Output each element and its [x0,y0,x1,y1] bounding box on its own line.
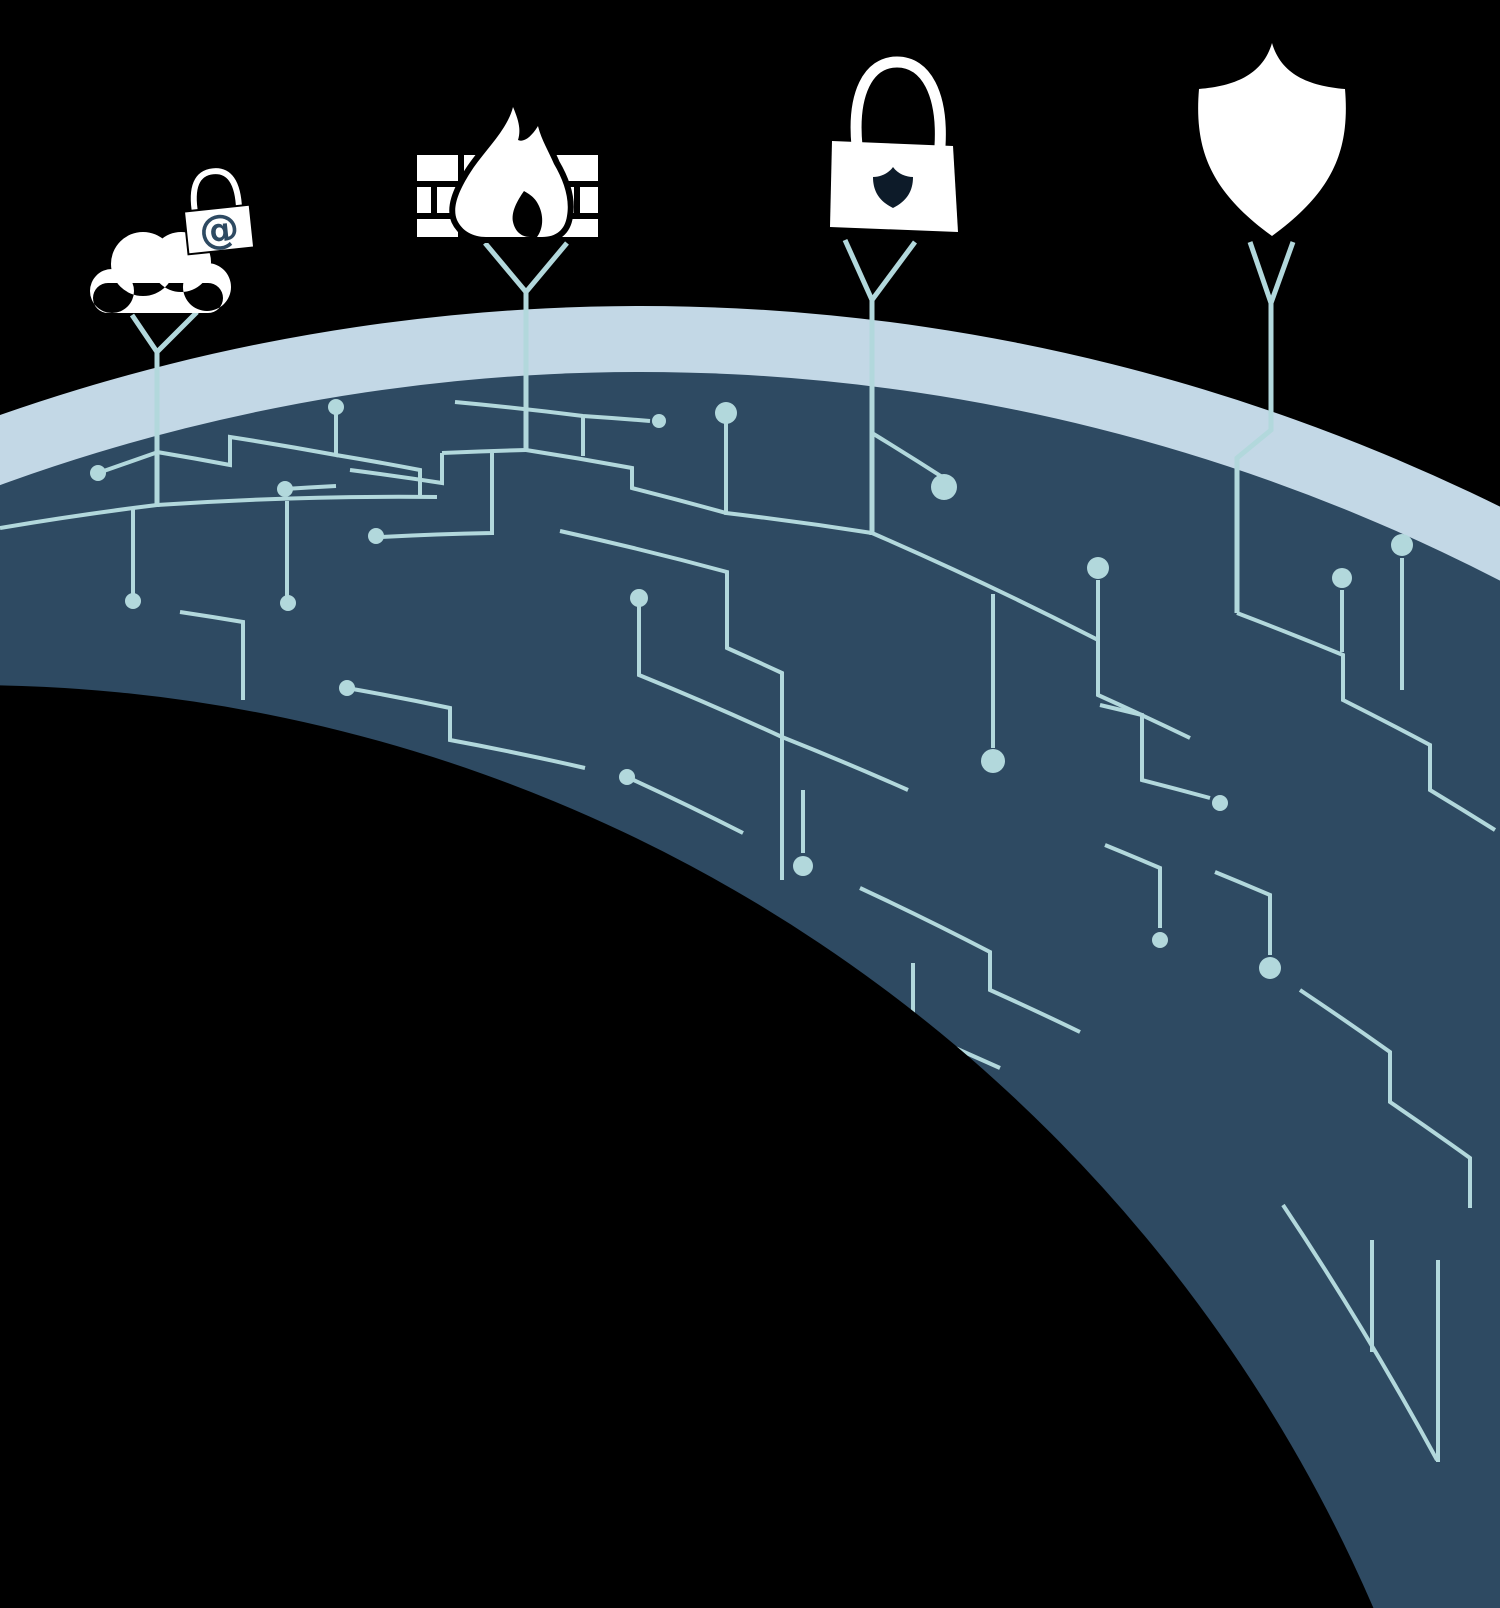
firewall-icon-shape [580,187,598,213]
circuit-trace [335,453,422,497]
circuit-trace [637,598,783,739]
firewall-stem [483,241,569,452]
shield-icon-shape [1198,43,1346,236]
circuit-node-dot [1332,568,1352,588]
firewall-icon-shape [417,155,458,181]
cloud-stem-line [155,310,199,354]
padlock-stem [842,238,918,535]
email-lock-icon-glyph: @ [197,205,242,255]
circuit-trace [454,400,651,423]
firewall-icon-shape [512,191,543,237]
circuit-trace [525,448,727,515]
circuit-node-dot [1087,557,1109,579]
circuit-node-dot [1152,932,1168,948]
icon-stems [129,238,1296,613]
circuit-trace [441,448,527,455]
circuit-node-dot [931,474,957,500]
circuit-trace [1236,611,1497,832]
firewall-icon-shape [417,219,458,237]
circuit-trace [379,452,494,539]
circuit-node-dot [652,414,666,428]
circuit-node-dot [277,481,293,497]
padlock-stem-line [869,240,918,302]
cloud-stem [129,310,199,507]
circuit-trace [1214,870,1272,955]
firewall-stem-line [524,241,569,294]
planet-core-shadow [0,685,1374,1608]
circuit-trace [1104,843,1162,928]
circuit-trace [559,529,784,880]
circuit-node-dot [619,769,635,785]
padlock-icon-shape [850,56,946,147]
circuit-trace [156,407,338,468]
padlock-stem-line [842,238,875,302]
firewall-icon-shape [417,187,431,213]
circuit-traces [0,400,1497,1462]
circuit-node-dot [1259,957,1281,979]
circuit-trace [626,775,744,835]
circuit-node-dot [715,402,737,424]
security-icons: @ [90,43,1346,313]
email-lock-icon: @ [182,168,256,256]
circuit-node-dot [630,589,648,607]
firewall-stem-line [483,241,528,294]
shield-stem-line [1234,303,1274,613]
circuit-node-dot [328,399,344,415]
email-lock-icon-shape [190,168,243,215]
circuit-trace [179,610,245,700]
circuit-trace [1281,1203,1439,1461]
shield-stem [1234,241,1296,613]
shield-stem-line [1268,241,1296,304]
circuit-node-dot [1391,534,1413,556]
circuit-node-dot [1212,795,1228,811]
circuit-dots [90,399,1413,979]
firewall-icon [417,88,598,243]
shield-stem-line [1247,241,1274,304]
email-lock-icon-shape [182,203,256,256]
circuit-node-dot [90,465,106,481]
circuit-node-dot [125,593,141,609]
circuit-node-dot [339,680,355,696]
circuit-trace [97,450,159,475]
circuit-trace [781,735,909,792]
shield-icon [1198,43,1346,236]
circuit-trace [859,886,1081,1034]
circuit-trace [349,453,444,486]
circuit-trace [724,413,1191,740]
circuit-trace [1099,703,1211,800]
circuit-trace [346,686,586,770]
circuit-trace [1298,988,1472,1208]
circuit-node-dot [280,595,296,611]
padlock-icon [830,56,958,232]
circuit-node-dot [793,856,813,876]
firewall-icon-shape [455,107,568,237]
padlock-icon-shape [873,167,913,208]
circuit-node-dot [368,528,384,544]
circuit-trace [0,494,438,530]
circuit-node-dot [981,749,1005,773]
cloud-stem-line [129,313,160,354]
